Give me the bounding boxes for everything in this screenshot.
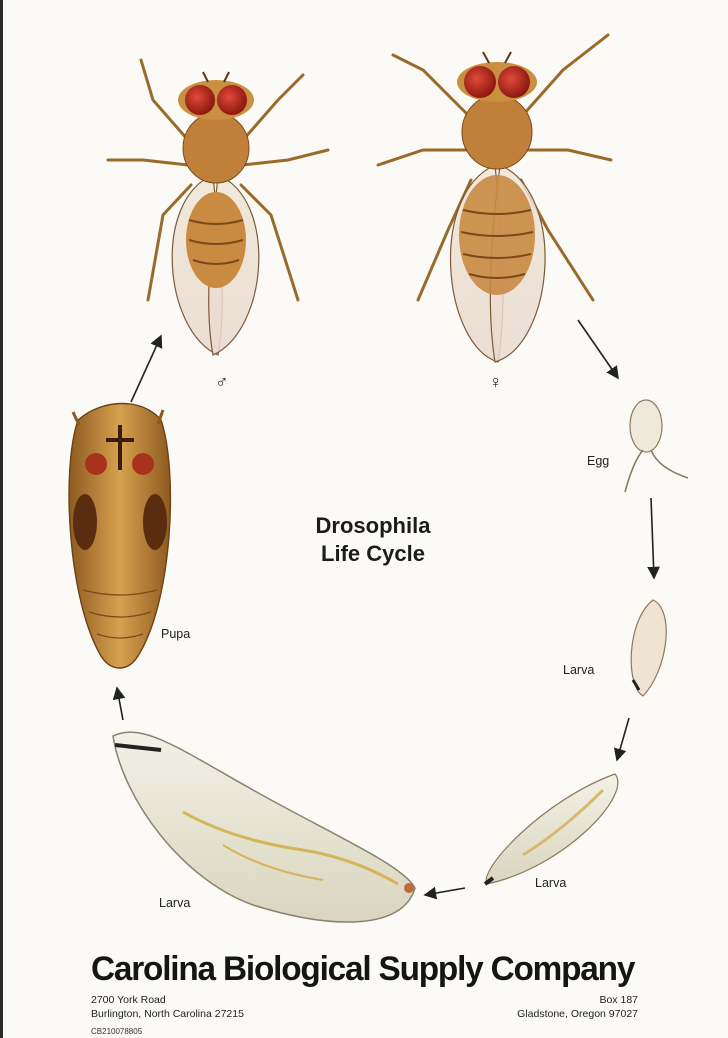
diagram-title: Drosophila Life Cycle — [263, 512, 483, 568]
larva-label-large: Larva — [159, 896, 190, 910]
arrow-larva-to-larva-large — [425, 888, 465, 895]
egg-icon — [625, 400, 688, 492]
female-fly-icon — [378, 35, 611, 362]
address-left-line-1: 2700 York Road — [91, 993, 244, 1007]
female-symbol: ♀ — [489, 372, 503, 393]
male-symbol: ♂ — [215, 372, 229, 393]
arrow-pupa-to-male — [131, 336, 161, 402]
pupa-label: Pupa — [161, 627, 190, 641]
catalog-number: CB210078805 — [91, 1027, 142, 1036]
arrow-female-to-egg — [578, 320, 618, 378]
larva-large-icon — [113, 732, 415, 922]
arrow-larva-to-larva — [617, 718, 629, 760]
egg-label: Egg — [587, 454, 609, 468]
arrow-egg-to-larva — [651, 498, 654, 578]
address-left-line-2: Burlington, North Carolina 27215 — [91, 1007, 244, 1021]
address-right-line-1: Box 187 — [517, 993, 638, 1007]
larva-small-icon — [631, 600, 666, 696]
address-left: 2700 York Road Burlington, North Carolin… — [91, 993, 244, 1021]
pupa-icon — [69, 404, 170, 669]
address-right: Box 187 Gladstone, Oregon 97027 — [517, 993, 638, 1021]
arrow-larva-to-pupa — [117, 688, 123, 720]
larva-label-medium: Larva — [535, 876, 566, 890]
address-right-line-2: Gladstone, Oregon 97027 — [517, 1007, 638, 1021]
larva-label-small: Larva — [563, 663, 594, 677]
larva-medium-icon — [485, 774, 618, 884]
title-line-2: Life Cycle — [263, 540, 483, 568]
company-name: Carolina Biological Supply Company — [91, 950, 640, 989]
male-fly-icon — [108, 60, 328, 355]
title-line-1: Drosophila — [263, 512, 483, 540]
